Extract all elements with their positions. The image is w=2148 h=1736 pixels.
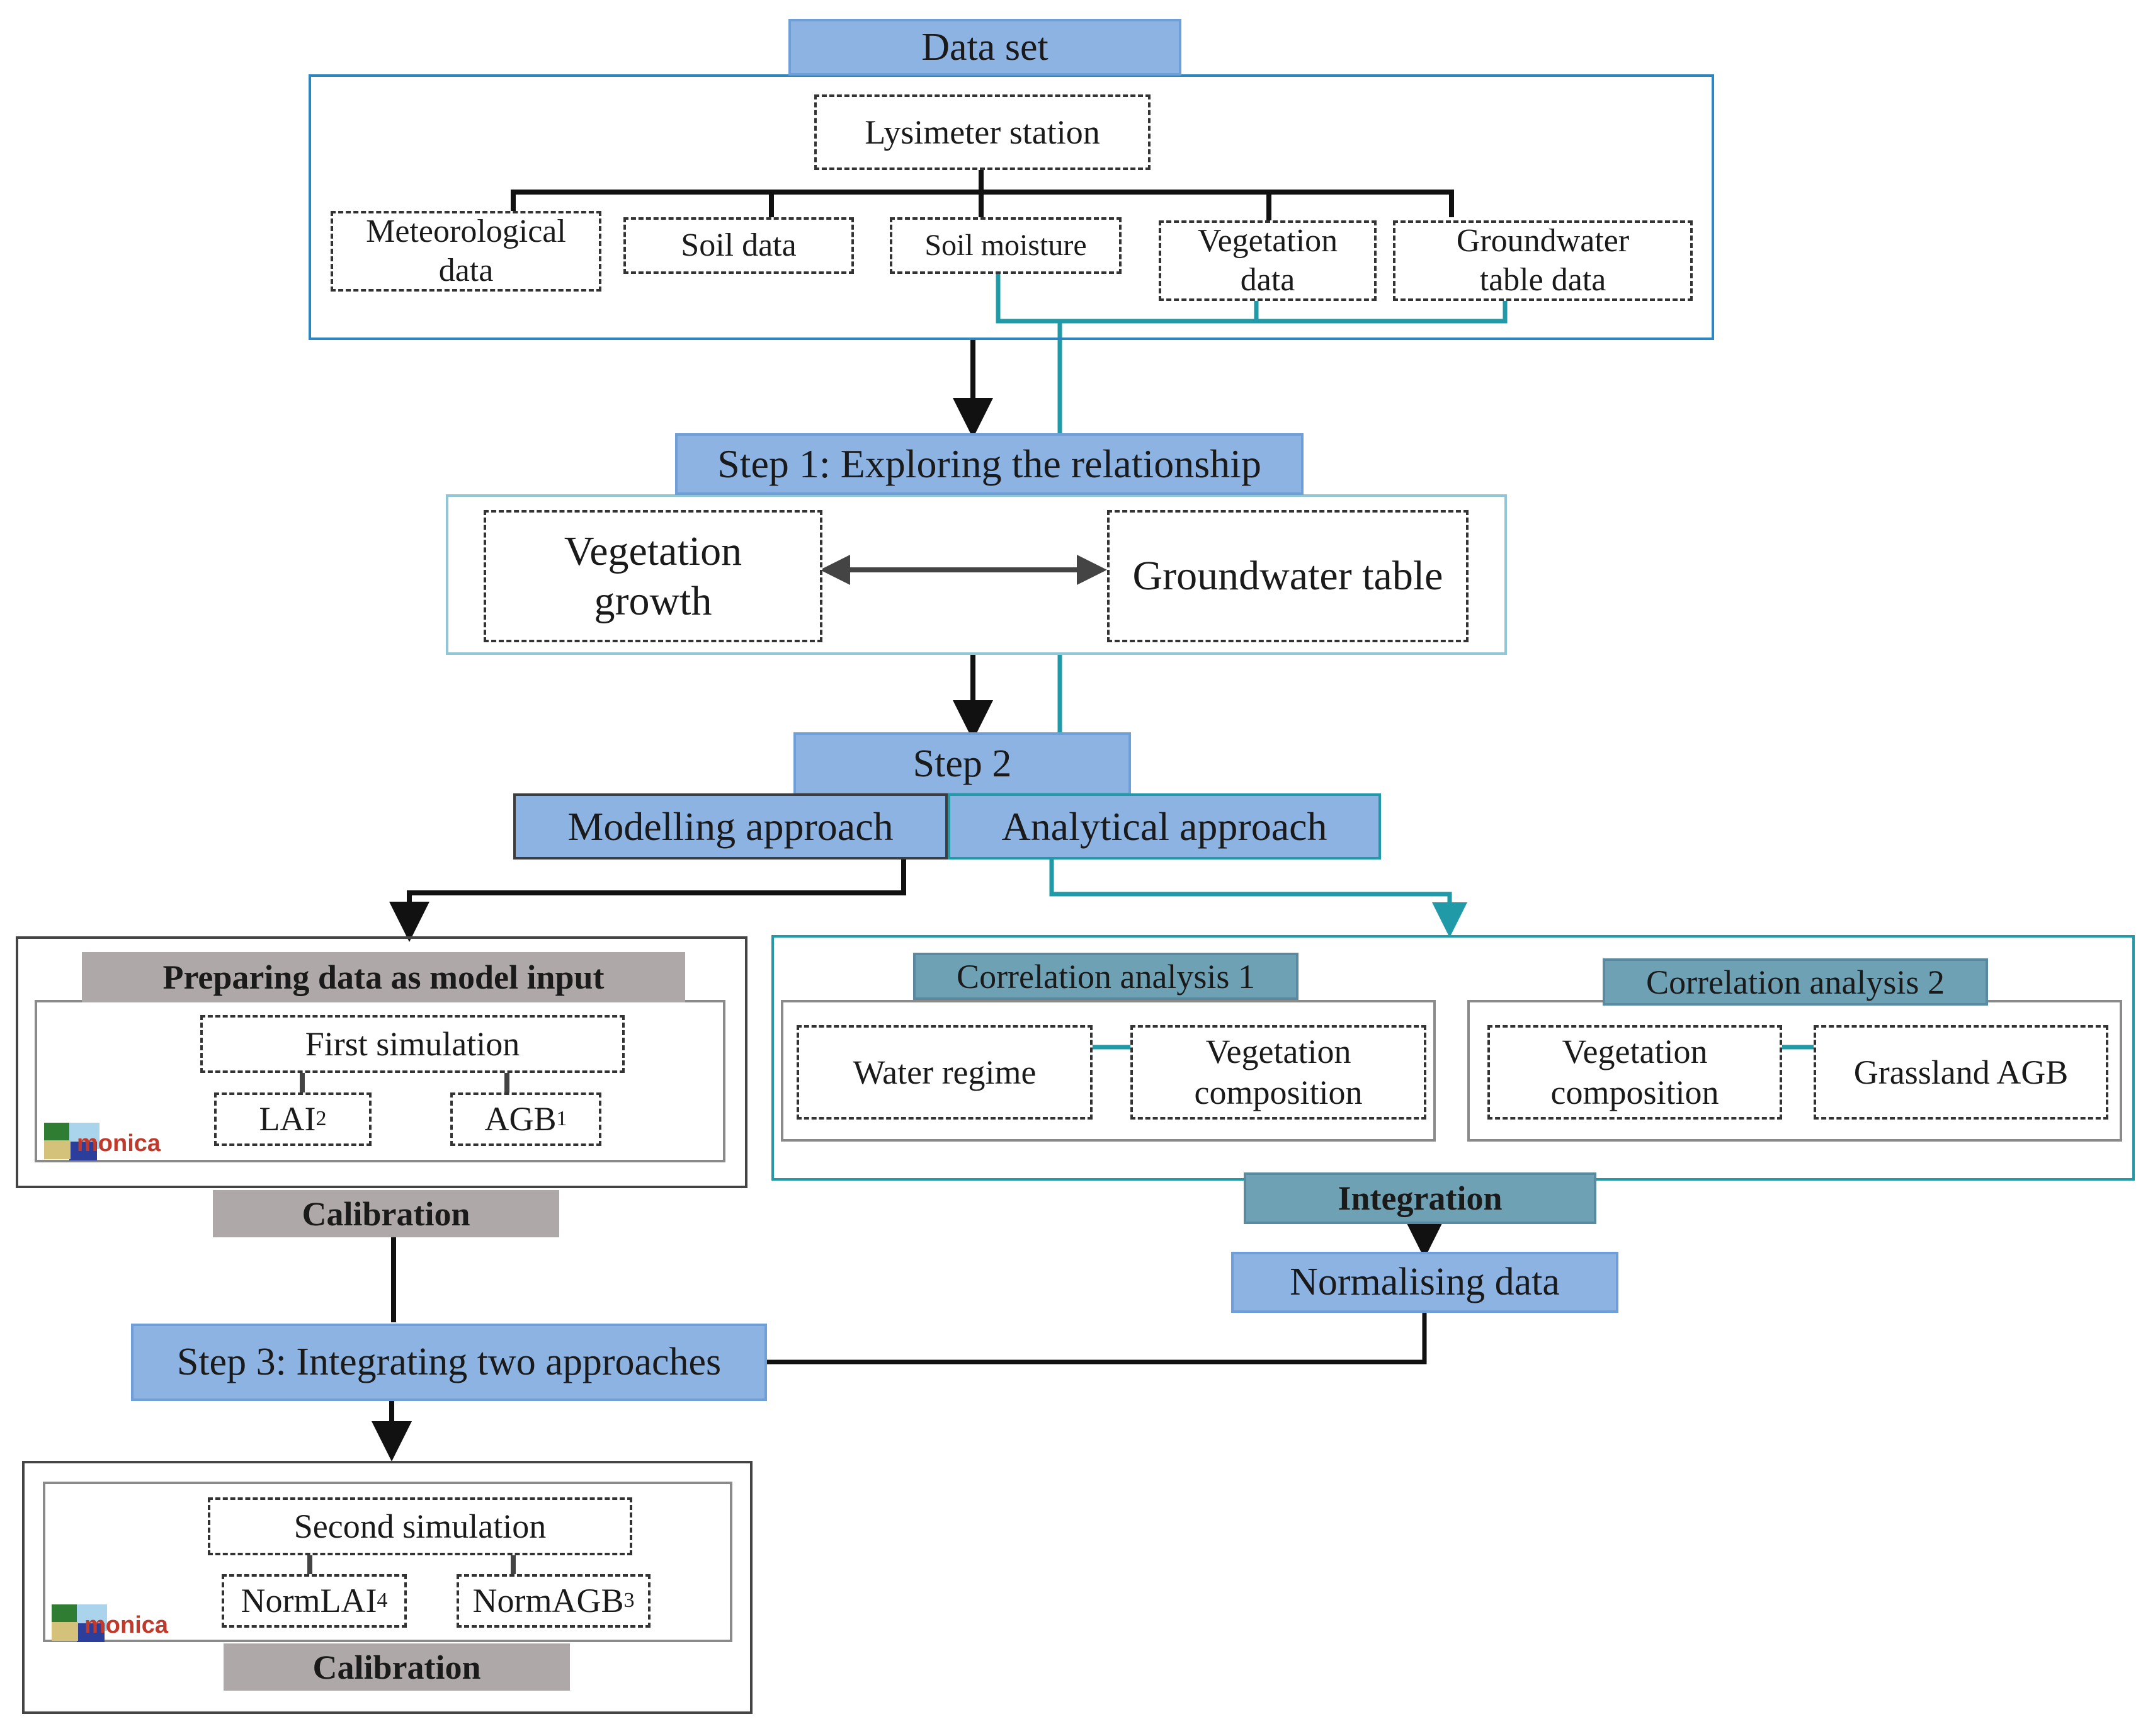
normalising-data: Normalising data (1231, 1252, 1618, 1313)
vegetation-growth: Vegetation growth (484, 510, 822, 642)
groundwater-table: Groundwater table (1107, 510, 1469, 642)
vegetation-data: Vegetation data (1159, 220, 1377, 301)
vegetation-composition-1: Vegetation composition (1130, 1025, 1426, 1120)
normlai-label: NormLAI (241, 1582, 377, 1620)
lysimeter-station: Lysimeter station (814, 94, 1151, 170)
meteorological-data: Meteorological data (331, 211, 601, 292)
lai-label: LAI (259, 1100, 316, 1138)
second-sim-frame (22, 1461, 753, 1714)
soil-veg-gw-link (996, 274, 1508, 324)
calibration-2: Calibration (224, 1643, 570, 1691)
water-regime: Water regime (797, 1025, 1093, 1120)
grassland-agb: Grassland AGB (1814, 1025, 2108, 1120)
agb-label: AGB (484, 1100, 557, 1138)
step2-header: Step 2 (793, 732, 1131, 795)
correlation-analysis-2: Correlation analysis 2 (1603, 958, 1988, 1006)
soil-data: Soil data (623, 217, 854, 274)
second-simulation: Second simulation (208, 1497, 632, 1555)
monica-logo-2: monica (52, 1604, 203, 1648)
monica-logo-yellow (44, 1140, 71, 1159)
calibration-1: Calibration (213, 1190, 559, 1237)
preparing-data-header: Preparing data as model input (82, 952, 685, 1002)
groundwater-data: Groundwater table data (1393, 220, 1693, 301)
normlai-superscript: 4 (377, 1589, 388, 1613)
arrow-analytical (1049, 859, 1467, 938)
vegetation-composition-2: Vegetation composition (1487, 1025, 1782, 1120)
step3-header: Step 3: Integrating two approaches (131, 1324, 767, 1401)
monica-logo-2-navy (77, 1623, 105, 1642)
step1-frame (446, 494, 1507, 655)
monica-logo-navy (69, 1142, 97, 1160)
analytical-approach: Analytical approach (948, 793, 1381, 859)
dataset-header: Data set (788, 19, 1181, 76)
dataset-tree (511, 170, 1454, 220)
line-norm-step3 (767, 1313, 1427, 1364)
correlation-analysis-1: Correlation analysis 1 (913, 953, 1298, 1000)
agb-superscript: 1 (556, 1107, 567, 1131)
normagb-label: NormAGB (472, 1582, 624, 1620)
first-simulation: First simulation (200, 1015, 625, 1073)
monica-logo-2-yellow (52, 1622, 78, 1641)
lai-superscript: 2 (315, 1107, 327, 1131)
integration-header: Integration (1244, 1172, 1596, 1224)
soil-moisture: Soil moisture (890, 217, 1122, 274)
second-sim-inner-frame (43, 1482, 732, 1642)
normagb-superscript: 3 (623, 1589, 635, 1613)
monica-logo-2-green (52, 1604, 78, 1623)
corr1-frame (781, 1000, 1436, 1142)
dataset-frame (309, 74, 1714, 340)
monica-logo-text: monica (77, 1130, 161, 1157)
monica-logo-green (44, 1123, 71, 1142)
modelling-frame (16, 936, 747, 1188)
monica-logo: monica (44, 1123, 195, 1167)
step1-header: Step 1: Exploring the relationship (675, 433, 1304, 495)
arrow-modelling (389, 859, 906, 942)
modelling-approach: Modelling approach (513, 793, 948, 859)
monica-logo-2-text: monica (84, 1612, 169, 1638)
